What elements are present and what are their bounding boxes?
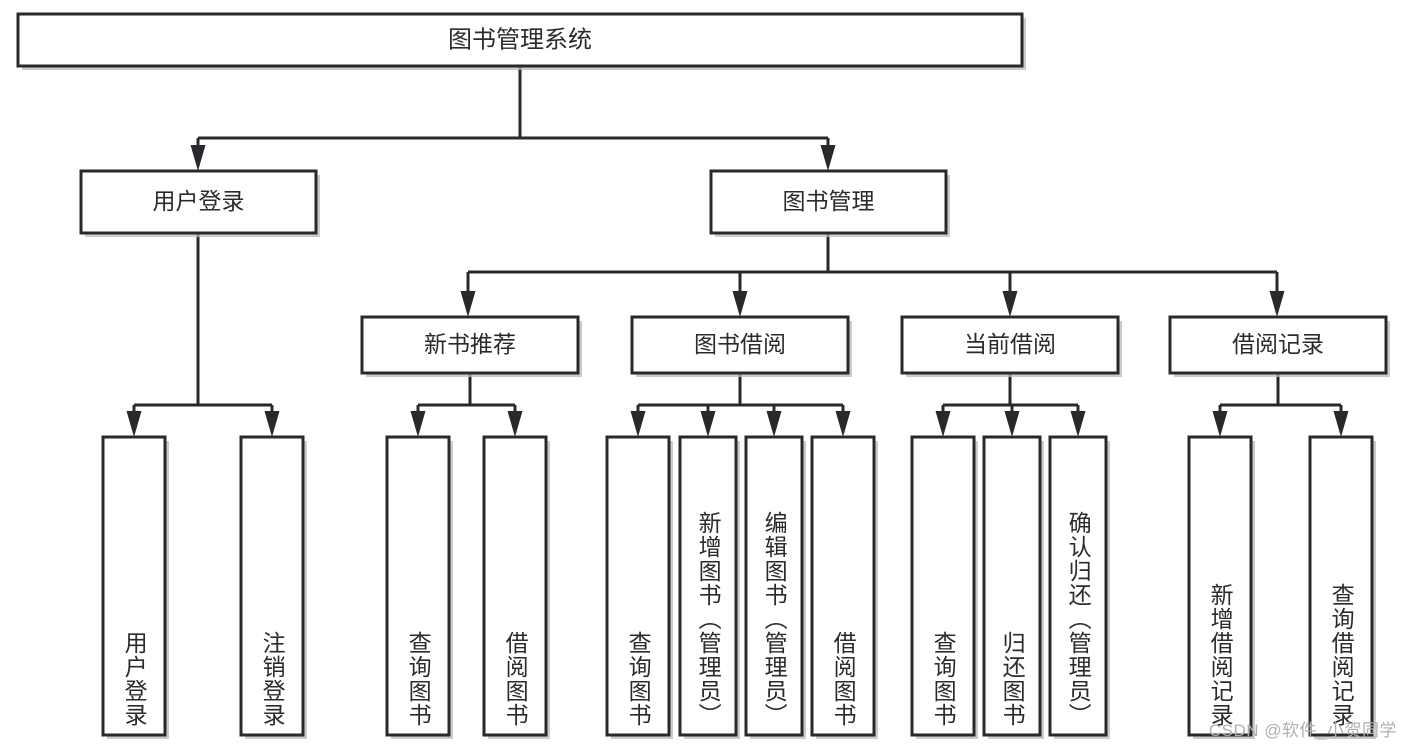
node-rect[interactable] — [810, 435, 876, 737]
node-level2-1[interactable] — [709, 169, 950, 237]
node-rect[interactable] — [910, 435, 976, 737]
node-rect[interactable] — [678, 435, 738, 737]
node-leaf-3[interactable] — [482, 435, 550, 739]
node-level2-1-label: 图书管理 — [783, 188, 875, 214]
node-rect[interactable] — [1308, 435, 1374, 737]
node-rect[interactable] — [1187, 435, 1253, 737]
node-rect[interactable] — [1168, 315, 1388, 375]
node-rect[interactable] — [982, 435, 1042, 737]
node-rect[interactable] — [239, 435, 305, 737]
node-rect[interactable] — [16, 12, 1024, 68]
node-level2-0-label: 用户登录 — [153, 188, 245, 214]
node-root-system[interactable] — [16, 12, 1026, 70]
node-level3-3[interactable] — [1168, 315, 1390, 377]
node-level3-1-label: 图书借阅 — [694, 331, 786, 357]
node-level3-2-label: 当前借阅 — [964, 331, 1056, 357]
node-leaf-2[interactable] — [385, 435, 453, 739]
node-leaf-9[interactable] — [982, 435, 1044, 739]
node-rect[interactable] — [482, 435, 548, 737]
node-leaf-7[interactable] — [810, 435, 878, 739]
connector-layer — [126, 66, 1349, 437]
node-rect[interactable] — [744, 435, 804, 737]
node-level3-0-label: 新书推荐 — [424, 331, 516, 357]
node-level3-0[interactable] — [360, 315, 582, 377]
node-root-system-label: 图书管理系统 — [448, 26, 592, 53]
node-level3-2[interactable] — [900, 315, 1122, 377]
node-leaf-1[interactable] — [239, 435, 307, 739]
node-level3-1[interactable] — [630, 315, 852, 377]
node-leaf-10[interactable] — [1048, 435, 1110, 739]
node-rect[interactable] — [79, 169, 318, 235]
node-leaf-5[interactable] — [678, 435, 740, 739]
node-rect[interactable] — [605, 435, 671, 737]
node-level3-3-label: 借阅记录 — [1232, 331, 1324, 357]
node-rect[interactable] — [900, 315, 1120, 375]
node-rect[interactable] — [385, 435, 451, 737]
node-leaf-4[interactable] — [605, 435, 673, 739]
node-leaf-0[interactable] — [101, 435, 169, 739]
node-rect[interactable] — [630, 315, 850, 375]
node-leaf-8[interactable] — [910, 435, 978, 739]
node-level2-0[interactable] — [79, 169, 320, 237]
node-rect[interactable] — [360, 315, 580, 375]
node-leaf-6[interactable] — [744, 435, 806, 739]
node-rect[interactable] — [101, 435, 167, 737]
node-layer — [16, 12, 1390, 739]
node-leaf-11[interactable] — [1187, 435, 1255, 739]
csdn-watermark: CSDN @软件_小贺同学 — [1208, 721, 1397, 740]
node-leaf-12[interactable] — [1308, 435, 1376, 739]
node-rect[interactable] — [709, 169, 948, 235]
node-rect[interactable] — [1048, 435, 1108, 737]
